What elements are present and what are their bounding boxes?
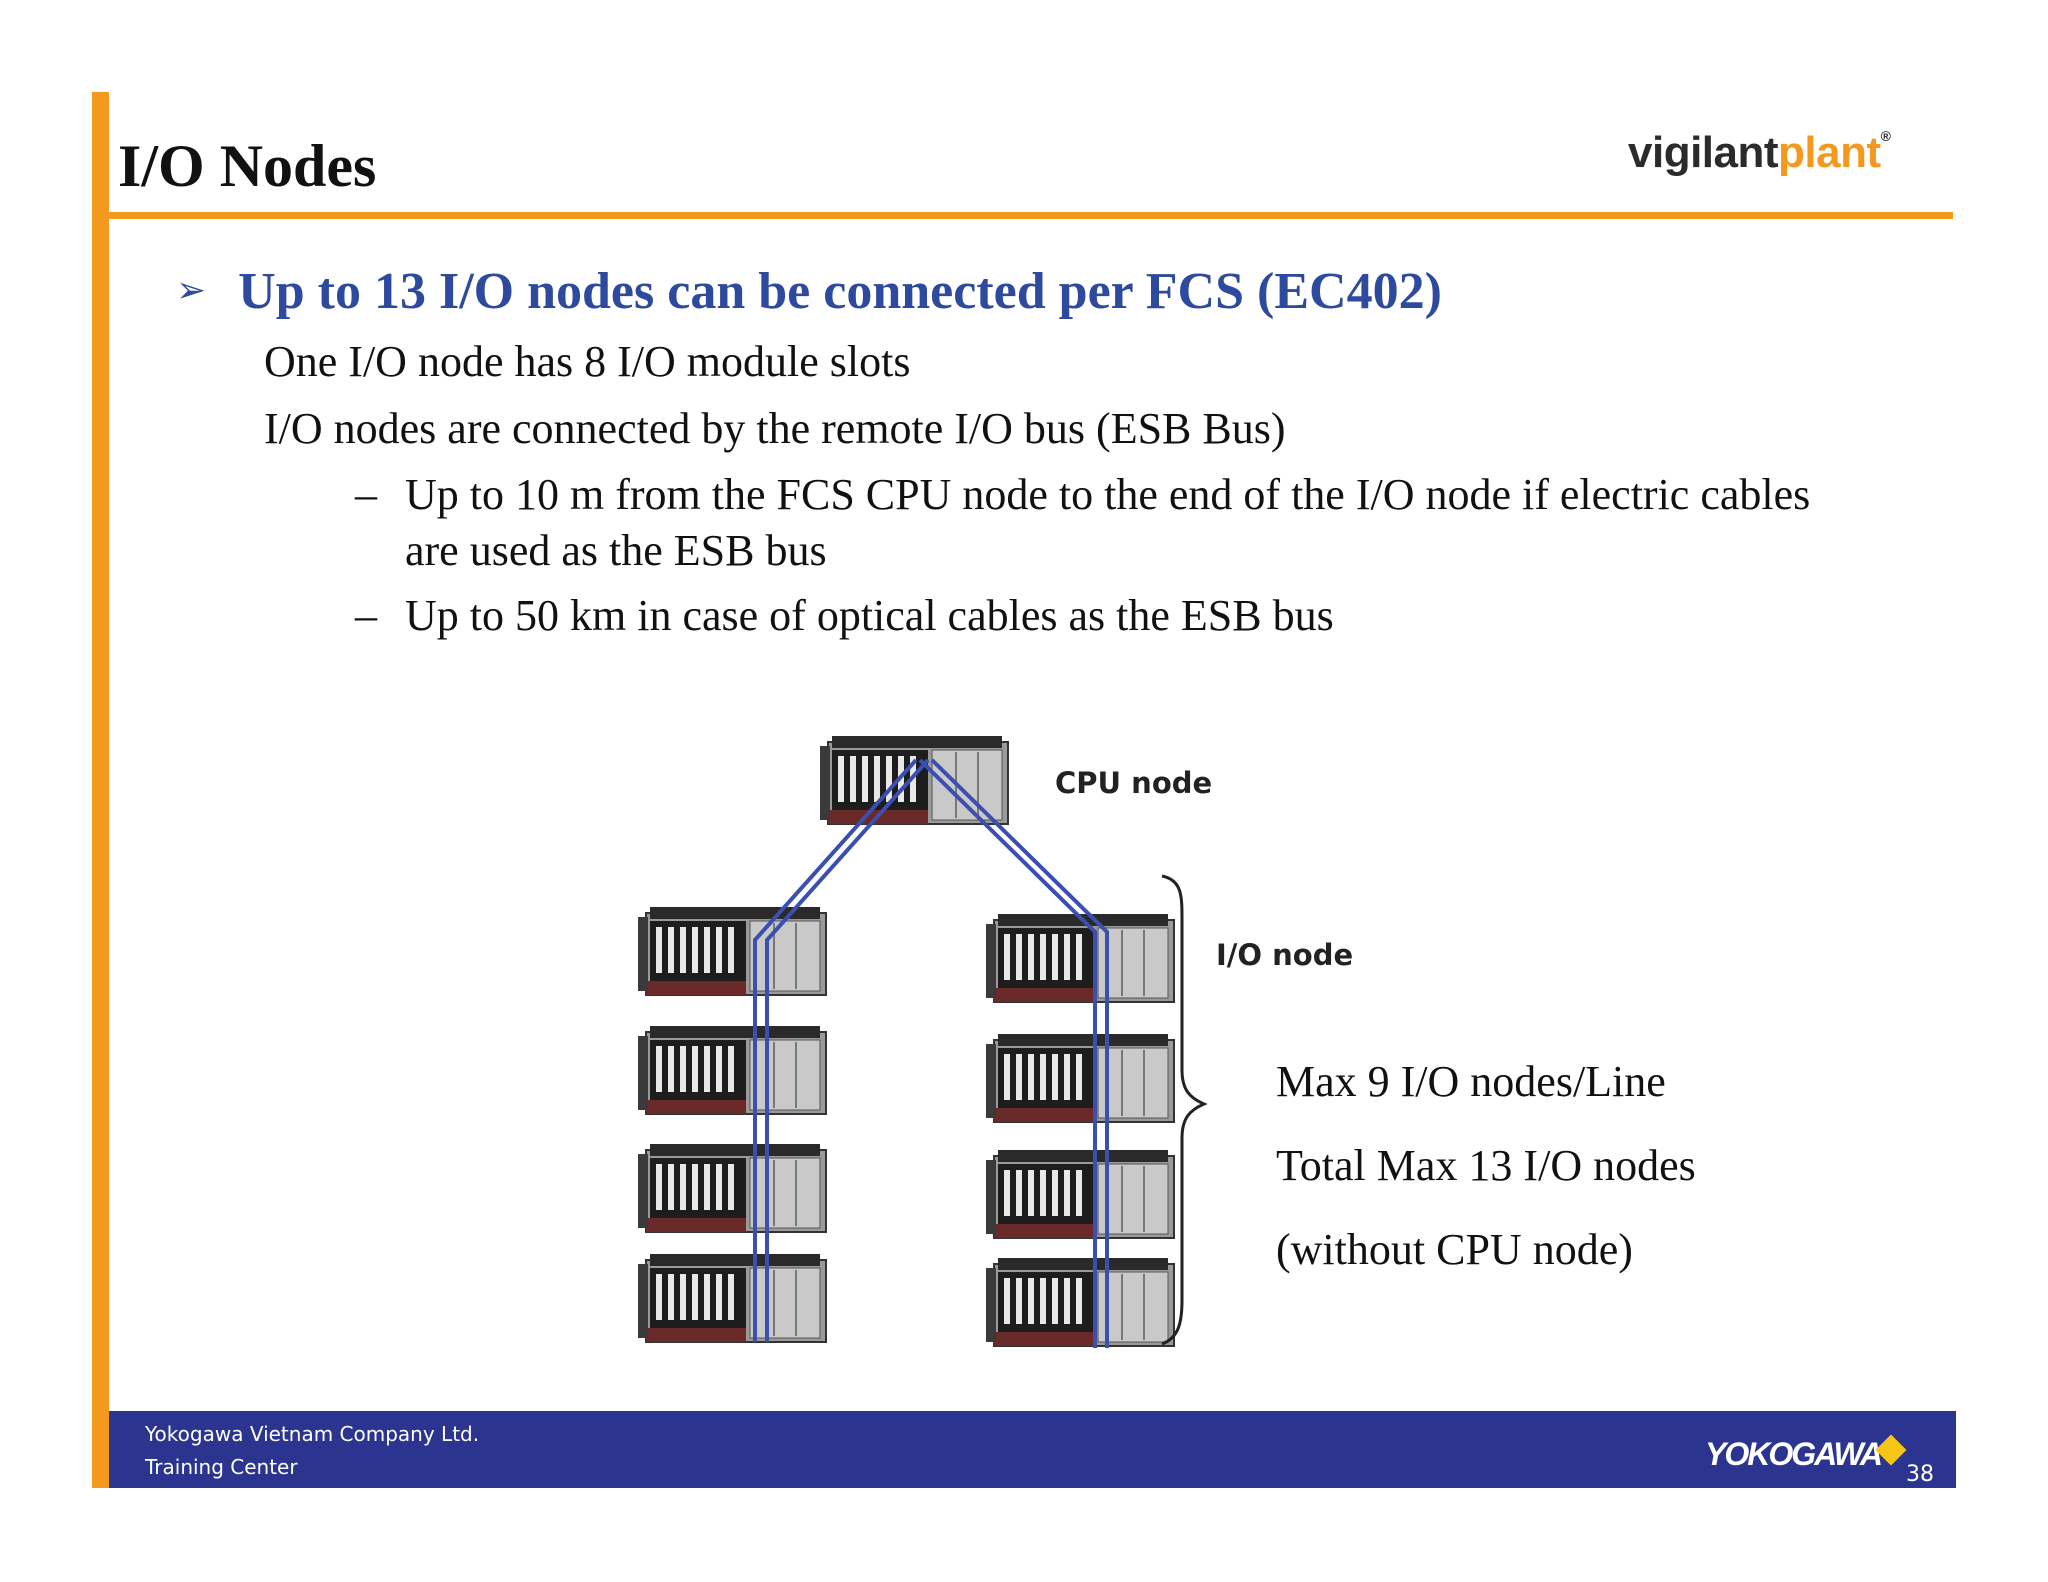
grouping-brace — [1161, 874, 1208, 1346]
io-rack-left-4 — [637, 1253, 827, 1343]
cpu-rack — [819, 735, 1009, 825]
io-node-label: I/O node — [1216, 938, 1354, 972]
cpu-node-label: CPU node — [1055, 766, 1213, 800]
left-accent-bar — [92, 92, 109, 1488]
note-max-per-line: Max 9 I/O nodes/Line — [1276, 1057, 1666, 1106]
main-bullet-text: Up to 13 I/O nodes can be connected per … — [238, 263, 1442, 320]
io-rack-right-4 — [985, 1257, 1175, 1347]
esb-bus-cables — [753, 758, 1109, 1348]
dash-symbol: – — [355, 470, 377, 519]
main-bullet: ➢ Up to 13 I/O nodes can be connected per… — [176, 262, 1442, 321]
brand-mark: ® — [1880, 128, 1891, 144]
footer-company: Yokogawa Vietnam Company Ltd. — [145, 1422, 480, 1446]
dash-symbol: – — [355, 591, 377, 640]
title-divider — [109, 212, 1953, 219]
yokogawa-logo: YOKOGAWA — [1705, 1436, 1883, 1472]
note-total-max: Total Max 13 I/O nodes — [1276, 1141, 1696, 1190]
slide-title: I/O Nodes — [118, 133, 377, 199]
vigilantplant-logo: vigilantplant® — [1628, 128, 1891, 178]
io-rack-left-1 — [637, 906, 827, 996]
brand-part-1: vigilant — [1628, 128, 1779, 177]
dash-bullet-2-text: Up to 50 km in case of optical cables as… — [405, 591, 1334, 640]
brand-part-2: plant — [1778, 128, 1881, 177]
page-number: 38 — [1906, 1462, 1934, 1487]
sub-bullet-1: One I/O node has 8 I/O module slots — [264, 337, 911, 386]
io-rack-right-3 — [985, 1149, 1175, 1239]
dash-bullet-1-text: Up to 10 m from the FCS CPU node to the … — [405, 470, 1811, 575]
footer-bar — [109, 1411, 1956, 1488]
io-node-diagram — [637, 735, 1208, 1348]
note-without-cpu: (without CPU node) — [1276, 1225, 1633, 1274]
io-rack-right-2 — [985, 1033, 1175, 1123]
arrow-bullet-icon: ➢ — [176, 270, 207, 311]
io-rack-left-3 — [637, 1143, 827, 1233]
io-rack-right-1 — [985, 913, 1175, 1003]
sub-bullet-2: I/O nodes are connected by the remote I/… — [264, 404, 1286, 453]
footer-training-center: Training Center — [145, 1455, 298, 1479]
io-rack-left-2 — [637, 1025, 827, 1115]
